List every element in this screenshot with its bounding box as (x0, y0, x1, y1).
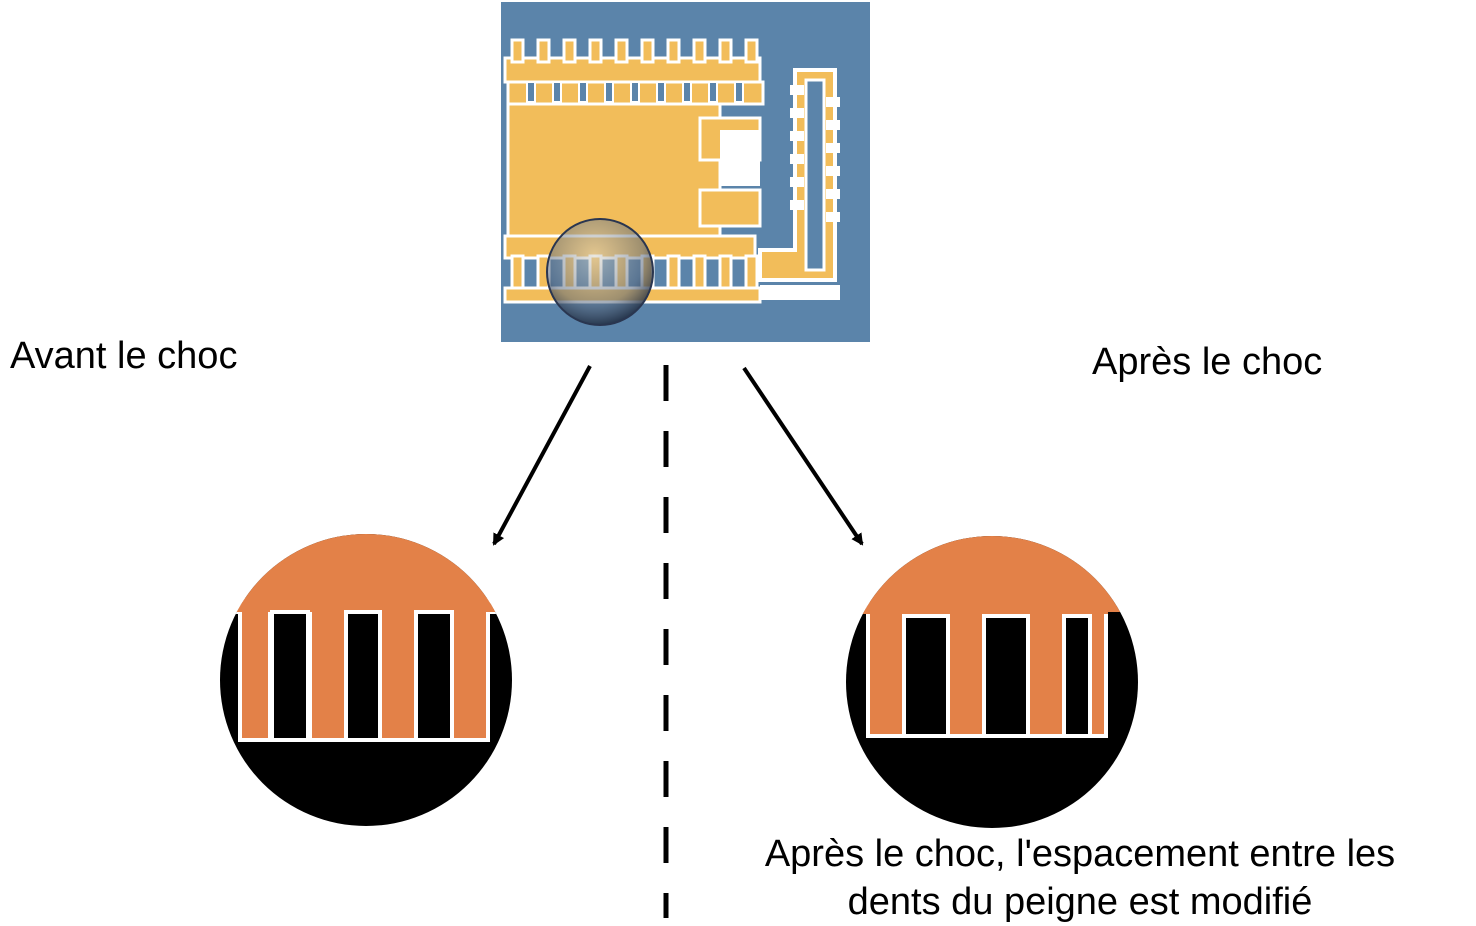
right-electrode (720, 68, 840, 300)
magnifier-lens (546, 218, 654, 326)
zoom-after-shock (846, 536, 1138, 828)
arrow-right (742, 366, 864, 546)
arrow-left (492, 365, 592, 546)
top-comb (503, 38, 765, 106)
label-after-shock: Après le choc (1092, 341, 1323, 383)
label-before-shock: Avant le choc (10, 335, 238, 377)
caption-comb-spacing: Après le choc, l'espacement entre les de… (764, 833, 1396, 923)
mems-chip-image (501, 2, 870, 342)
zoom-before-shock (220, 534, 512, 826)
